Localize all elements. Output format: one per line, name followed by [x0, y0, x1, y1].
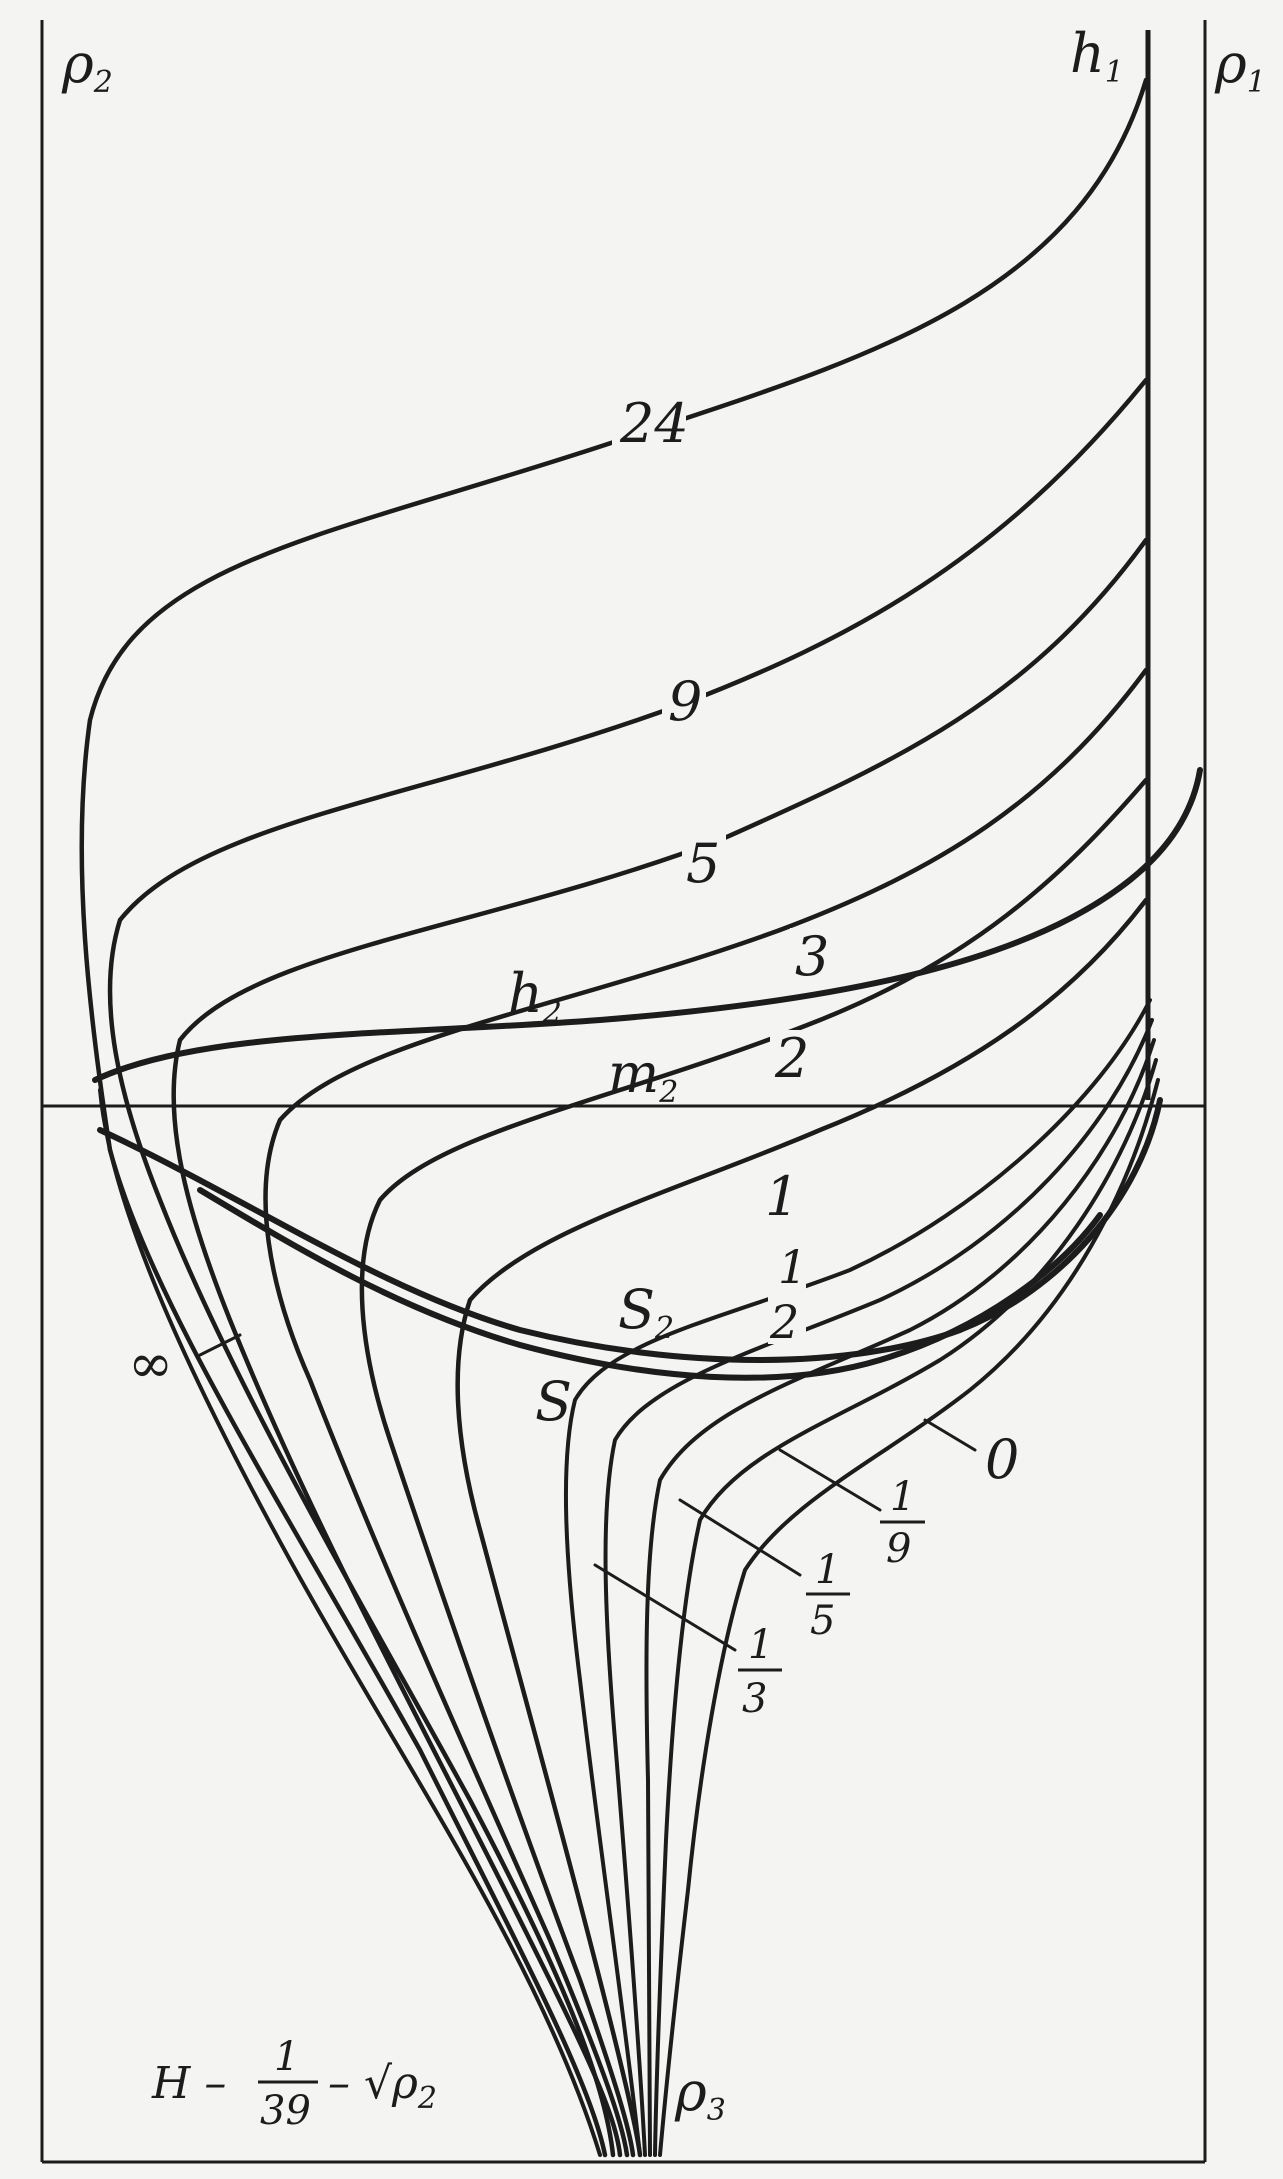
upper-curves: [79, 77, 1149, 2158]
special-curves: [92, 767, 1203, 1381]
label-zero: 0: [985, 1428, 1019, 1491]
label-1: 1: [765, 1165, 799, 1228]
third-numerator: 1: [748, 1622, 773, 1668]
ninth-denominator: 9: [886, 1526, 911, 1572]
curve-S: [197, 1187, 1103, 1381]
half-numerator: 1: [778, 1240, 807, 1294]
label-p2: ρ2: [61, 32, 113, 100]
label-bg-1: [760, 1168, 794, 1222]
curve-3: [263, 667, 1149, 2158]
label-bg-9: [662, 672, 706, 728]
third-denominator: 3: [742, 1676, 767, 1722]
curve-1: [455, 897, 1149, 2158]
label-h1: h1: [1070, 22, 1124, 90]
label-S: S: [535, 1370, 572, 1433]
label-bg-3: [790, 928, 830, 982]
label-bg-24: [612, 395, 686, 451]
curve-h2: [92, 767, 1203, 1083]
curve-ninth: [653, 1058, 1158, 2157]
label-2: 2: [774, 1027, 809, 1090]
tick-fifth: [678, 1498, 802, 1577]
curve-third: [603, 1018, 1154, 2157]
label-p1: ρ1: [1214, 32, 1266, 100]
label-m2: m2: [608, 1042, 678, 1110]
curve-fifth: [644, 1038, 1156, 2157]
curve-2: [359, 777, 1149, 2158]
upper-curve-labels: 24 9 5 3 2 1: [612, 392, 830, 1228]
label-5: 5: [686, 832, 720, 895]
caption-numerator: 1: [274, 2034, 299, 2080]
caption-prefix: H –: [151, 2058, 226, 2109]
tick-ninth: [778, 1448, 882, 1512]
curve-half: [563, 998, 1152, 2157]
label-p3: ρ3: [674, 2060, 726, 2128]
curve-infinity: [98, 1088, 602, 2157]
label-bg-5: [682, 835, 726, 891]
tick-third: [593, 1563, 737, 1652]
label-fifth: 1 5: [806, 1547, 850, 1644]
label-ninth: 1 9: [880, 1474, 925, 1572]
label-24: 24: [619, 392, 689, 455]
fifth-numerator: 1: [815, 1547, 840, 1593]
half-denominator: 2: [769, 1295, 799, 1349]
label-third: 1 3: [738, 1622, 782, 1722]
caption-denominator: 39: [260, 2088, 311, 2134]
label-infinity: ∞: [128, 1332, 173, 1395]
leader-ticks: [198, 1333, 977, 1652]
curve-zero: [658, 1078, 1160, 2157]
lower-curves: [98, 998, 1160, 2157]
curve-5: [171, 537, 1149, 2158]
tick-infinity: [198, 1333, 242, 1357]
label-S2: S2: [618, 1278, 674, 1346]
label-h2: h2: [508, 962, 562, 1030]
curve-S2: [97, 1097, 1163, 1363]
label-9: 9: [668, 670, 702, 733]
label-bg-2: [770, 1030, 810, 1084]
label-bg-half: [768, 1240, 806, 1344]
caption-suffix: – √ρ2: [328, 2058, 437, 2116]
caption-formula: H – 1 39 – √ρ2: [151, 2034, 437, 2134]
ninth-numerator: 1: [890, 1474, 915, 1520]
curve-24: [79, 77, 1149, 2158]
frame: [40, 20, 1207, 2164]
label-half: 1 2: [768, 1240, 807, 1349]
curve-9: [107, 377, 1149, 2158]
tick-zero: [923, 1418, 977, 1452]
fifth-denominator: 5: [810, 1598, 835, 1644]
label-3: 3: [795, 925, 829, 988]
